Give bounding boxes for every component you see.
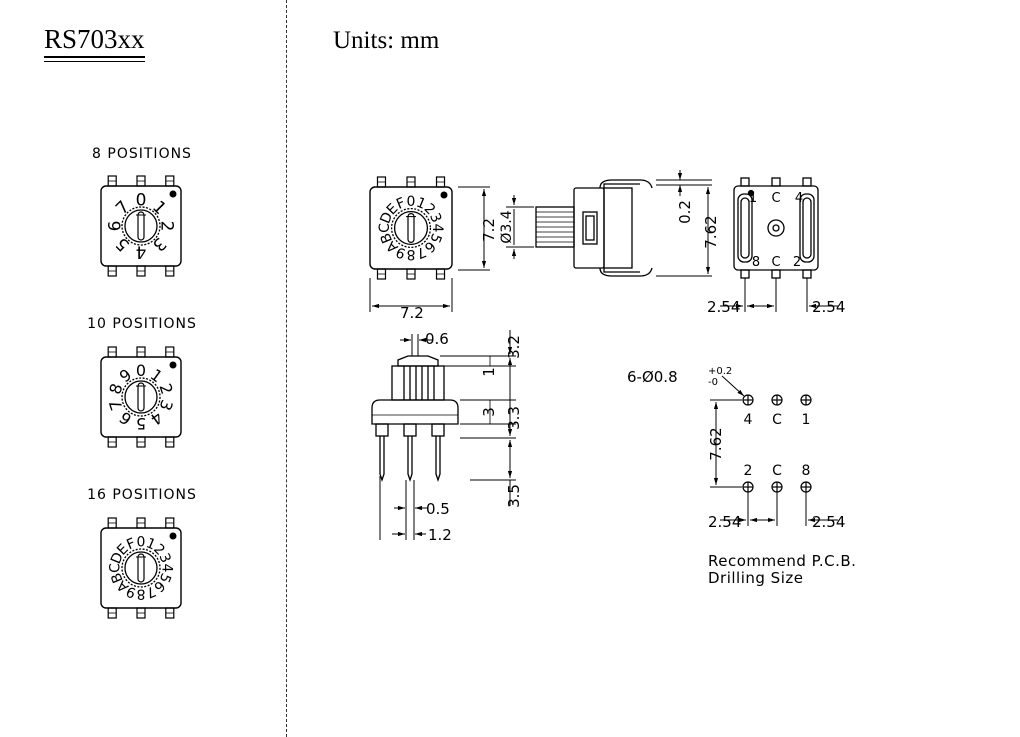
pcb-labels-bottom: 2 C 8 — [744, 463, 811, 479]
svg-text:2: 2 — [744, 463, 753, 479]
dial-label: 0 — [407, 194, 416, 210]
front-height-label: 7.2 — [480, 218, 498, 242]
dial-label: 5 — [136, 414, 146, 433]
top-height-label: 3.2 — [505, 335, 523, 359]
dial-label: 1 — [148, 197, 170, 219]
pcb-note: Recommend P.C.B. Drilling Size — [708, 553, 856, 587]
svg-text:4: 4 — [795, 191, 803, 206]
section-divider — [286, 0, 287, 737]
hole-tolerance-plus: +0.2 — [708, 366, 732, 377]
svg-text:1: 1 — [749, 191, 757, 206]
svg-text:C: C — [771, 191, 780, 206]
dial-label: 7 — [105, 397, 126, 413]
pcb-note-line2: Drilling Size — [708, 569, 804, 587]
side-offset-label: 0.2 — [676, 200, 694, 224]
dial-label: 8 — [407, 246, 416, 262]
dial-label: C — [108, 563, 124, 573]
pcb-labels-top: 4 C 1 — [744, 412, 811, 428]
variant-label-8: 8 POSITIONS — [92, 146, 192, 162]
svg-text:8: 8 — [802, 463, 811, 479]
pin-width-label: 0.5 — [426, 500, 450, 518]
hole-spec-label: 6-Ø0.8 — [627, 368, 678, 386]
step-height-label: 1 — [480, 367, 498, 377]
rear-pitch-left-label: 2.54 — [707, 298, 740, 316]
rear-view — [720, 177, 838, 312]
front-width-label: 7.2 — [400, 304, 424, 322]
front-width-dimension — [369, 278, 453, 312]
pcb-hole — [771, 481, 783, 493]
dial-label: 0 — [137, 535, 146, 551]
dial-label: 5 — [112, 233, 134, 255]
pcb-hole — [771, 394, 783, 406]
body-total-label: 3.3 — [505, 406, 523, 430]
shaft-width-label: 0.6 — [425, 330, 449, 348]
variant-label-16: 16 POSITIONS — [87, 487, 197, 503]
dial-label: 4 — [158, 564, 174, 573]
pcb-pitch-left-label: 2.54 — [708, 513, 741, 531]
pcb-holes — [710, 375, 838, 526]
shaft-diameter-dimension — [506, 195, 534, 259]
hole-tolerance-minus: -0 — [708, 377, 718, 388]
pin-length-label: 3.5 — [505, 484, 523, 508]
profile-dimensions — [379, 330, 516, 540]
pcb-pitch-right-label: 2.54 — [812, 513, 845, 531]
front-height-dimension — [458, 186, 490, 271]
svg-text:4: 4 — [744, 412, 753, 428]
dial-label: 0 — [136, 361, 146, 380]
dial-label: 6 — [106, 221, 126, 232]
svg-text:2: 2 — [793, 255, 801, 270]
dial-label: C — [377, 223, 393, 233]
shaft-diameter-label: Ø3.4 — [499, 210, 515, 243]
rear-pitch-right-label: 2.54 — [812, 298, 845, 316]
dial-label: 2 — [155, 381, 176, 397]
pcb-hole — [742, 481, 754, 493]
pin-pitch-label: 1.2 — [428, 526, 452, 544]
svg-text:8: 8 — [752, 255, 760, 270]
profile-view — [371, 355, 459, 483]
dial-label: 4 — [136, 241, 147, 261]
svg-text:C: C — [772, 463, 782, 479]
dial-label: 2 — [156, 221, 176, 232]
side-height-label: 7.62 — [702, 215, 720, 248]
rear-pin-labels-top: 1 C 4 — [749, 191, 803, 206]
dial-label: 8 — [137, 586, 146, 602]
pcb-hole — [800, 481, 812, 493]
pcb-hole — [742, 394, 754, 406]
svg-text:1: 1 — [802, 412, 811, 428]
units-label: Units: mm — [333, 27, 440, 54]
pcb-row-pitch-label: 7.62 — [707, 427, 725, 460]
dial-label: 8 — [105, 381, 126, 397]
rear-pin-labels-bottom: 8 C 2 — [752, 255, 801, 270]
svg-text:C: C — [771, 255, 780, 270]
dial-label: 3 — [148, 233, 170, 255]
side-view — [535, 179, 653, 277]
dial-label: 0 — [136, 191, 147, 211]
variant-label-10: 10 POSITIONS — [87, 316, 197, 332]
pcb-hole — [800, 394, 812, 406]
side-offset-dimension — [656, 170, 712, 277]
body-height-label: 3 — [480, 407, 498, 417]
dial-label: 7 — [112, 197, 134, 219]
dial-label: 4 — [429, 224, 445, 233]
pcb-note-line1: Recommend P.C.B. — [708, 552, 857, 570]
dial-label: 3 — [155, 397, 176, 413]
svg-text:C: C — [772, 412, 782, 428]
model-number: RS703xx — [44, 24, 145, 62]
